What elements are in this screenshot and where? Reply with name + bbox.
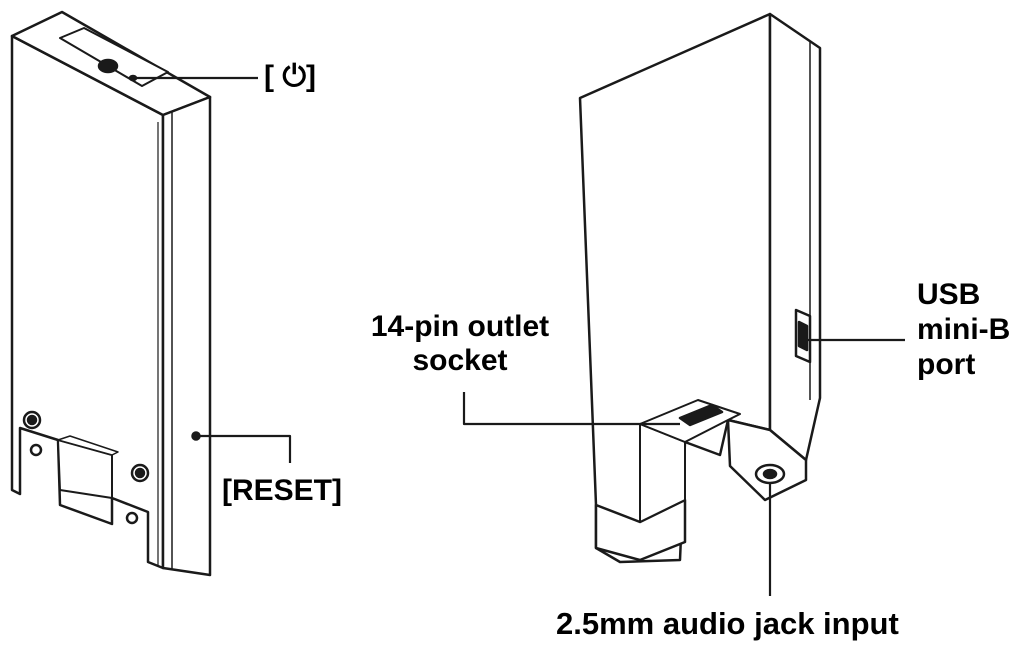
- pin-socket-label-line1: 14-pin outlet: [370, 310, 550, 343]
- reset-leader: [200, 434, 292, 463]
- usb-port-inner: [797, 320, 809, 352]
- left-device-side-face: [161, 95, 212, 577]
- usb-label-line3: port: [917, 348, 976, 381]
- left-device: [10, 10, 212, 577]
- left-screw-hole-right-inner: [134, 467, 146, 479]
- audio-jack-inner: [762, 468, 778, 480]
- pin-socket-label-line2: socket: [412, 344, 508, 377]
- usb-label-line1: USB: [917, 278, 981, 311]
- right-device-foot-right: [726, 418, 808, 502]
- power-button: [97, 58, 119, 74]
- audio-jack-label: 2.5mm audio jack input: [556, 606, 899, 641]
- callout-lines: [134, 76, 905, 596]
- right-device: [578, 12, 822, 564]
- left-hole-right: [125, 511, 139, 525]
- right-device-side-face: [768, 12, 822, 462]
- reset-pinhole: [191, 431, 201, 441]
- left-screw-hole-top-left-inner: [26, 414, 38, 426]
- pin-socket-label: 14-pin outlet socket: [354, 312, 566, 376]
- usb-label: USB mini-B port: [917, 280, 1010, 380]
- power-label: [ ⏻]: [264, 60, 317, 93]
- pin-socket: [678, 403, 724, 427]
- left-device-slot-depth: [57, 435, 119, 456]
- left-hole-left: [29, 443, 43, 457]
- pin-socket-leader: [462, 392, 680, 426]
- usb-label-line2: mini-B: [917, 313, 1011, 346]
- reset-label: [RESET]: [222, 474, 342, 507]
